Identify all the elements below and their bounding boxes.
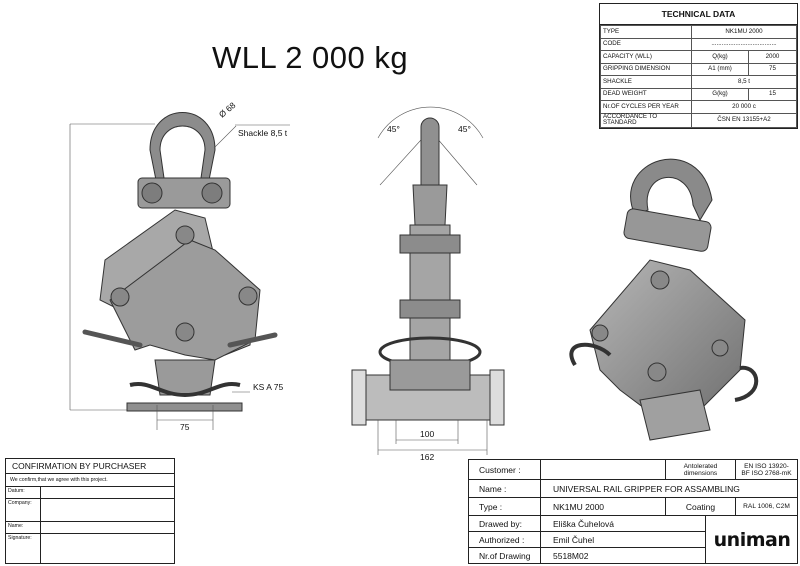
coating-value: RAL 1006, C2M [743,503,790,510]
confirmation-field[interactable]: Name: [6,522,174,534]
shackle-label: Shackle 8,5 t [238,128,288,138]
customer-label: Customer : [469,460,541,479]
authorized-value: Emil Čuhel [553,534,595,545]
name-value: UNIVERSAL RAIL GRIPPER FOR ASSAMBLING [553,483,740,494]
customer-value [541,460,666,479]
coating-label: Coating [666,498,736,515]
confirmation-field[interactable]: Signature: [6,534,174,563]
type-row: Type : NK1MU 2000 Coating RAL 1006, C2M [469,498,797,516]
drawing-number-label: Nr.of Drawing [469,548,541,563]
technical-value-cell: ČSN EN 13155+A2 [691,112,797,128]
confirmation-field-label: Name: [6,522,41,533]
technical-data-title: TECHNICAL DATA [600,4,797,25]
isometric-view-drawing [569,158,759,441]
confirmation-field-label: Company: [6,499,41,521]
drawed-value: Eliška Čuhelová [553,518,614,529]
width-100-label: 100 [420,429,434,439]
confirmation-note: We confirm,that we agree with this proje… [6,474,174,487]
angle-right-label: 45° [458,124,471,134]
width-75-label: 75 [180,422,190,432]
confirmation-box: CONFIRMATION BY PURCHASER We confirm,tha… [5,458,175,564]
side-view-drawing [351,106,505,455]
confirmation-title: CONFIRMATION BY PURCHASER [6,459,174,474]
front-view-drawing [69,112,290,430]
iso-standards: EN ISO 13920-BF ISO 2768-mK [741,462,792,477]
tolerated-label: Antolerated dimensions [666,460,736,479]
type-value: NK1MU 2000 [541,498,666,515]
confirmation-field-label: Signature: [6,534,41,563]
type-label: Type : [469,498,541,515]
drawed-label: Drawed by: [469,516,541,531]
angle-left-label: 45° [387,124,400,134]
technical-data-row: CAPACITY (WLL)Q(kg)2000 [600,50,797,64]
customer-row: Customer : Antolerated dimensions EN ISO… [469,460,797,480]
name-row: Name : UNIVERSAL RAIL GRIPPER FOR ASSAMB… [469,480,797,498]
confirmation-field-label: Datum: [6,487,41,498]
technical-label-cell: ACCORDANCE TO STANDARD [600,112,692,128]
confirmation-field[interactable]: Company: [6,499,174,522]
width-162-label: 162 [420,452,434,462]
uniman-logo: uniman [705,516,798,563]
ks-label: KS A 75 [253,382,284,392]
confirmation-field[interactable]: Datum: [6,487,174,499]
shackle-diameter-label: Ø 68 [217,100,238,120]
title-block: Customer : Antolerated dimensions EN ISO… [468,459,798,564]
logo-text: uniman [713,528,791,551]
authorized-label: Authorized : [469,532,541,547]
drawing-number-value: 5518M02 [553,550,589,561]
name-label: Name : [469,480,541,497]
authorized-row: Authorized : Emil Čuhel [469,532,705,548]
drawed-row: Drawed by: Eliška Čuhelová [469,516,705,532]
drawing-number-row: Nr.of Drawing 5518M02 [469,548,705,563]
wll-heading: WLL 2 000 kg [212,40,409,75]
